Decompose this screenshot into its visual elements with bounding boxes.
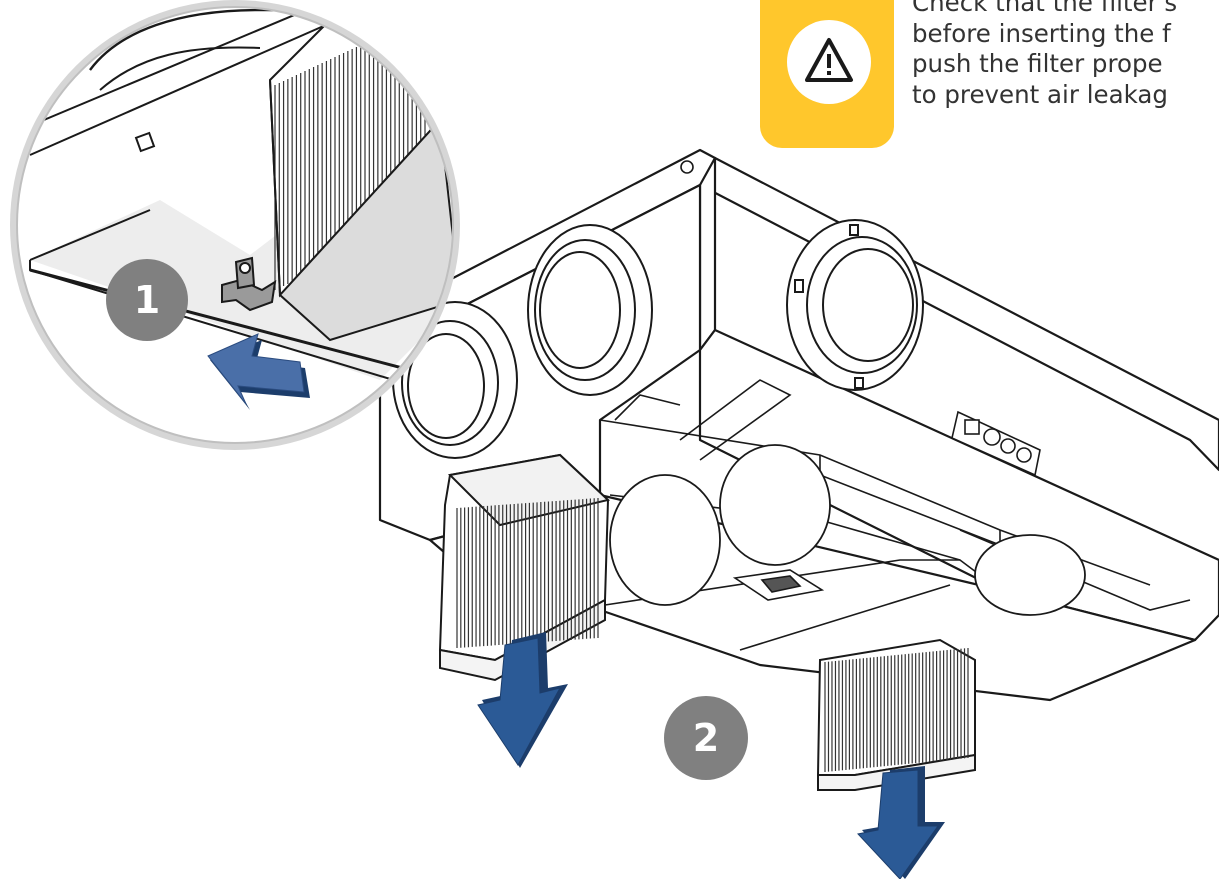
filter-right	[816, 638, 976, 791]
down-arrow-right	[857, 766, 945, 879]
warning-line-1: Check that the filter's	[912, 0, 1178, 17]
blower-openings	[609, 444, 1086, 616]
warning-line-3: push the filter prope	[912, 49, 1163, 78]
step-badge-2: 2	[664, 696, 748, 780]
filter-left-pleats	[456, 498, 599, 648]
push-arrow	[207, 333, 310, 410]
connector-panel	[951, 410, 1041, 477]
duct-collars	[392, 219, 924, 459]
warning-line-4: to prevent air leakag	[912, 79, 1168, 109]
warning-text: Check that the filter's before inserting…	[912, 0, 1219, 110]
warning-line-2: before inserting the f	[912, 18, 1171, 48]
filter-tab	[732, 569, 825, 601]
filter-right-pleats	[824, 648, 969, 772]
warning-triangle-icon	[805, 38, 853, 82]
down-arrow-left	[477, 632, 568, 768]
housing-screw	[680, 160, 694, 174]
step-badge-1: 1	[106, 259, 188, 341]
filter-left	[438, 453, 611, 682]
warning-circle	[787, 20, 871, 104]
